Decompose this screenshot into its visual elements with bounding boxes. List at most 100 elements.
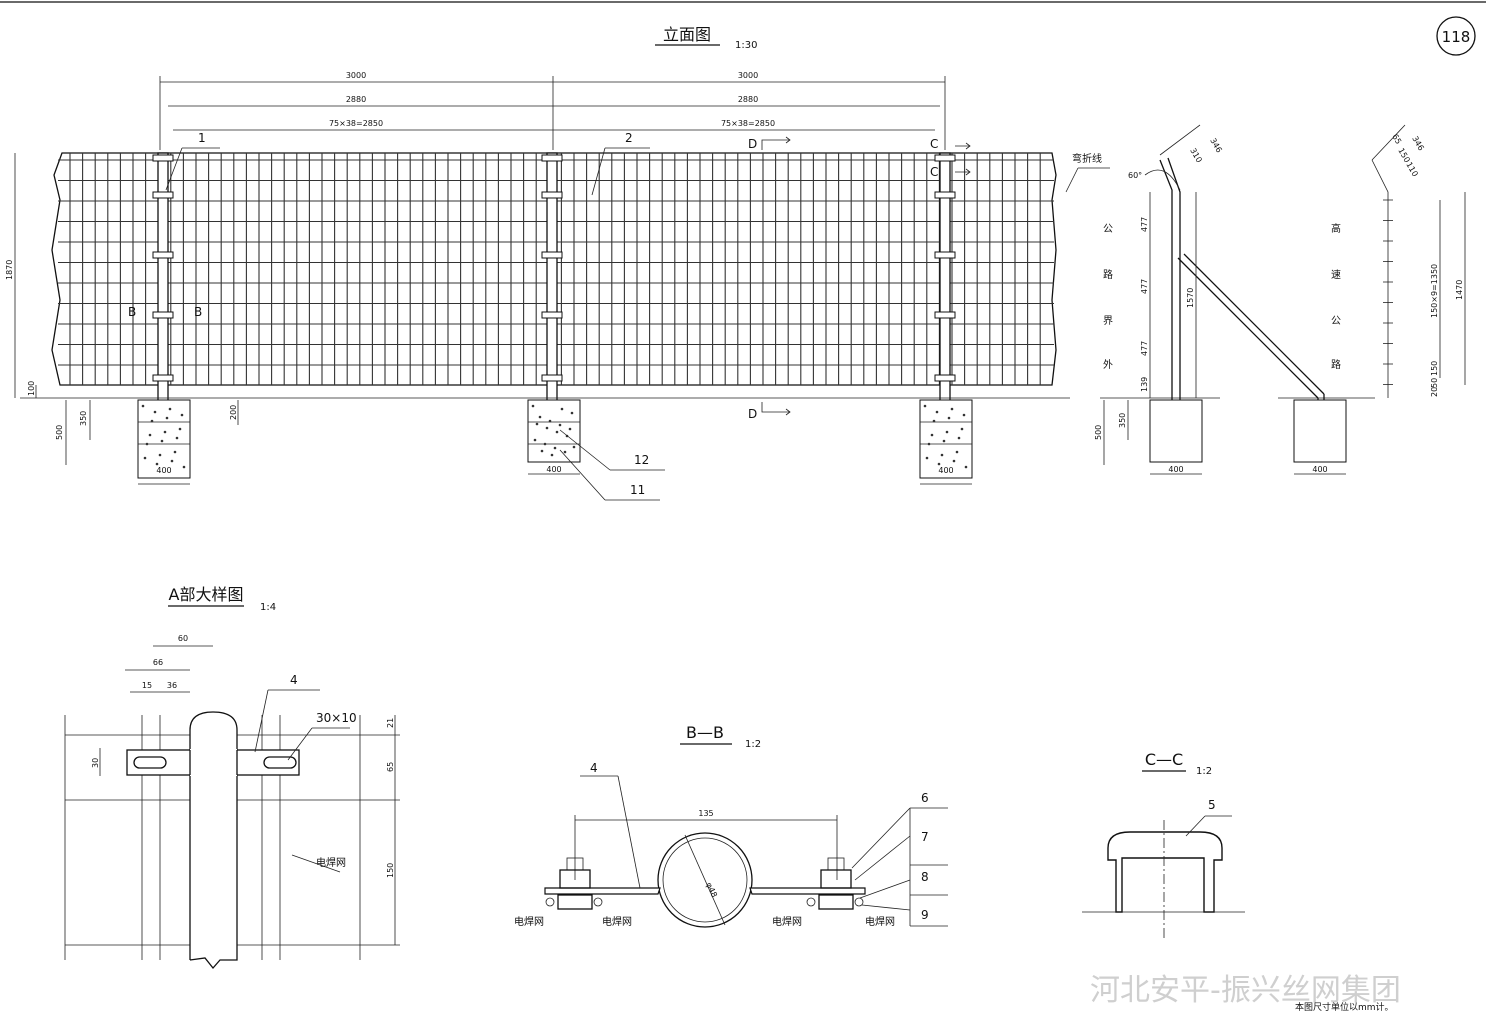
post-clamp xyxy=(541,311,563,319)
concrete-dot xyxy=(180,413,184,417)
concrete-dot xyxy=(155,462,159,466)
label-gong-2: 公 xyxy=(1331,316,1341,327)
bb-mesh-label-4: 电焊网 xyxy=(865,915,895,928)
bb-mesh-label-1: 电焊网 xyxy=(514,915,544,928)
elevation-scale: 1:30 xyxy=(735,40,757,51)
section-cc-title: C—C xyxy=(1145,750,1183,769)
side-dim-500: 500 xyxy=(1094,425,1103,440)
concrete-dot xyxy=(173,450,177,454)
page-number-badge: 118 xyxy=(1436,16,1476,56)
rv-dim-346: 346 xyxy=(1410,135,1425,153)
rv-dim-1350: 150×9=1350 xyxy=(1430,264,1439,318)
concrete-dot xyxy=(535,422,539,426)
dim-21: 21 xyxy=(386,718,395,728)
concrete-dot xyxy=(170,459,174,463)
slot-left xyxy=(133,756,167,769)
footing-left: 400 xyxy=(137,399,191,485)
concrete-dot xyxy=(158,453,162,457)
rv-dim-150: 150 xyxy=(1430,361,1439,376)
section-mark-b-left: B xyxy=(128,305,136,319)
concrete-dot xyxy=(572,445,576,449)
label-wai: 外 xyxy=(1103,359,1113,371)
right-view: 346 65 150 110 150×9=1350 1470 150 50 20 xyxy=(1371,124,1466,398)
concrete-dot xyxy=(957,436,961,440)
section-mark-c-top: C xyxy=(930,137,938,151)
dim-150: 150 xyxy=(386,863,395,878)
concrete-dot xyxy=(570,411,574,415)
label-lu: 路 xyxy=(1103,268,1113,281)
dim-500: 500 xyxy=(55,425,64,440)
concrete-dot xyxy=(955,450,959,454)
mesh-panel-outline xyxy=(51,152,1057,386)
dim-477-c: 477 xyxy=(1140,341,1149,356)
unit-note: 本图尺寸单位以mm计。 xyxy=(1295,1001,1394,1013)
dim-477-a: 477 xyxy=(1140,217,1149,232)
label-su: 速 xyxy=(1331,269,1341,281)
concrete-dot xyxy=(150,419,154,423)
dim-477-b: 477 xyxy=(1140,279,1149,294)
concrete-dot xyxy=(560,407,564,411)
side-brace xyxy=(1177,253,1325,399)
bb-callout-9: 9 xyxy=(921,908,929,922)
callout-2: 2 xyxy=(625,131,633,145)
concrete-dot xyxy=(932,419,936,423)
rv-dim-20: 20 xyxy=(1430,387,1439,397)
bb-callout-6: 6 xyxy=(921,791,929,805)
concrete-dot xyxy=(937,462,941,466)
bb-callout-4: 4 xyxy=(590,761,598,775)
concrete-dot xyxy=(553,446,557,450)
bb-mesh-label-2: 电焊网 xyxy=(602,915,632,928)
dim-3000-right: 3000 xyxy=(738,71,758,80)
rv-dim-1470: 1470 xyxy=(1455,280,1464,300)
section-mark-c-bottom: C xyxy=(930,165,938,179)
side-view: 60° 400 400 477 477 477 139 500 350 1570… xyxy=(1094,124,1375,475)
section-cc: C—C 1:2 5 xyxy=(1082,750,1245,940)
dim-30: 30 xyxy=(91,758,100,768)
concrete-dot xyxy=(543,442,547,446)
concrete-dot xyxy=(165,416,169,420)
dim-65: 65 xyxy=(386,762,395,772)
concrete-dot xyxy=(942,439,946,443)
rv-dim-50: 50 xyxy=(1430,378,1439,388)
dim-200: 200 xyxy=(229,405,238,420)
elevation-title: 立面图 xyxy=(663,25,711,44)
post-clamp xyxy=(152,374,174,382)
concrete-dot xyxy=(964,465,968,469)
post-clamp xyxy=(934,251,956,259)
side-footing-right xyxy=(1293,399,1347,463)
concrete-dot xyxy=(533,438,537,442)
concrete-dot xyxy=(925,456,929,460)
post-clamp xyxy=(152,251,174,259)
section-bb: B—B 1:2 135 φ48 4 xyxy=(514,723,948,928)
post-clamp xyxy=(541,154,563,162)
detail-a-mesh-label: 电焊网 xyxy=(316,856,346,869)
concrete-dot xyxy=(548,419,552,423)
dim-66: 66 xyxy=(153,658,163,667)
callout-12: 12 xyxy=(634,453,649,467)
bb-pipe-outer xyxy=(657,832,753,928)
dim-2880-right: 2880 xyxy=(738,95,758,104)
concrete-dot xyxy=(935,410,939,414)
dim-2850-left: 75×38=2850 xyxy=(329,119,383,128)
section-mark-d-top: D xyxy=(748,137,757,151)
post-clamp xyxy=(152,154,174,162)
post-clamp xyxy=(541,251,563,259)
rv-dim-65: 65 xyxy=(1390,133,1403,146)
section-cc-scale: 1:2 xyxy=(1196,766,1212,777)
elevation-view: 立面图 1:30 3000 3000 2880 2880 75×38=2850 … xyxy=(5,25,1342,501)
section-mark-d-bottom: D xyxy=(748,407,757,421)
label-lu-2: 路 xyxy=(1331,358,1341,371)
concrete-dot xyxy=(930,433,934,437)
concrete-dot xyxy=(182,465,186,469)
concrete-dot xyxy=(531,404,535,408)
section-bb-title: B—B xyxy=(686,723,724,742)
side-dim-350: 350 xyxy=(1118,413,1127,428)
post-clamp xyxy=(934,311,956,319)
concrete-dot xyxy=(960,427,964,431)
callout-1: 1 xyxy=(198,131,206,145)
concrete-dot xyxy=(558,423,562,427)
dim-310: 310 xyxy=(1188,147,1203,165)
side-post xyxy=(1159,157,1181,440)
side-footing-width-left: 400 xyxy=(1168,465,1183,474)
